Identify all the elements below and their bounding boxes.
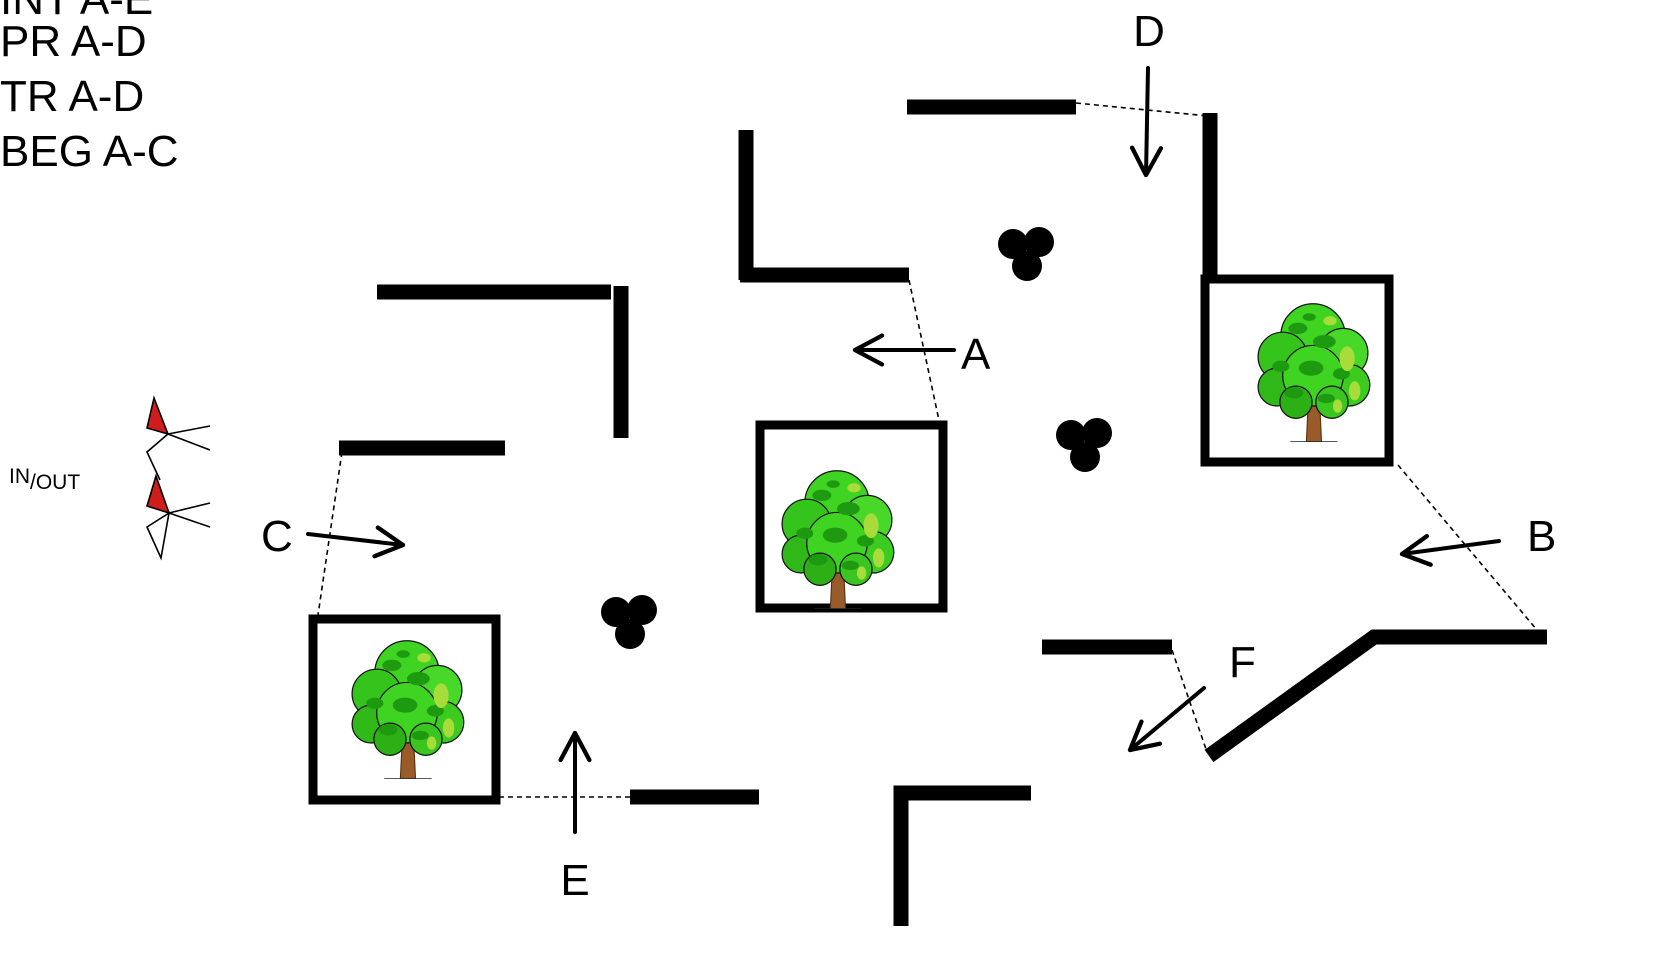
label-f: F — [1229, 638, 1256, 687]
legend-line-tr: TR A-D — [0, 72, 145, 121]
stone-cluster-icon — [1056, 418, 1112, 472]
point-labels: D A C B F E — [261, 7, 1556, 905]
tree-box — [1200, 274, 1394, 467]
stone-cluster-icon — [998, 227, 1054, 281]
legend-line-int: INT A-E — [0, 0, 153, 28]
entrance-label: IN/OUT — [9, 465, 80, 494]
legend-line-pr: PR A-D — [0, 17, 147, 66]
label-e: E — [560, 856, 589, 905]
wall-segment — [893, 785, 1031, 926]
label-b: B — [1527, 512, 1556, 561]
legend-line-beg: BEG A-C — [0, 127, 179, 176]
dashed-connector — [317, 451, 343, 616]
arrow-d — [1129, 66, 1164, 178]
label-d: D — [1133, 7, 1165, 56]
direction-arrows — [306, 66, 1501, 834]
dashed-connector — [1397, 464, 1538, 631]
tree-box — [308, 614, 501, 805]
label-a: A — [961, 330, 991, 379]
arrow-b — [1399, 533, 1501, 567]
flag-icon — [145, 473, 211, 561]
walls — [339, 99, 1547, 926]
tree-boxes — [308, 274, 1394, 805]
tree-box — [755, 420, 948, 613]
flag-icon — [146, 395, 211, 481]
entrance: IN/OUT — [9, 395, 211, 561]
dashed-connector — [908, 279, 941, 426]
arrow-c — [306, 525, 406, 559]
wall-segment — [1204, 629, 1547, 763]
label-c: C — [261, 512, 293, 561]
stone-cluster-icon — [601, 595, 657, 649]
arrow-f — [1127, 686, 1206, 753]
dashed-connectors — [317, 102, 1538, 798]
dashed-connector — [1075, 102, 1209, 117]
